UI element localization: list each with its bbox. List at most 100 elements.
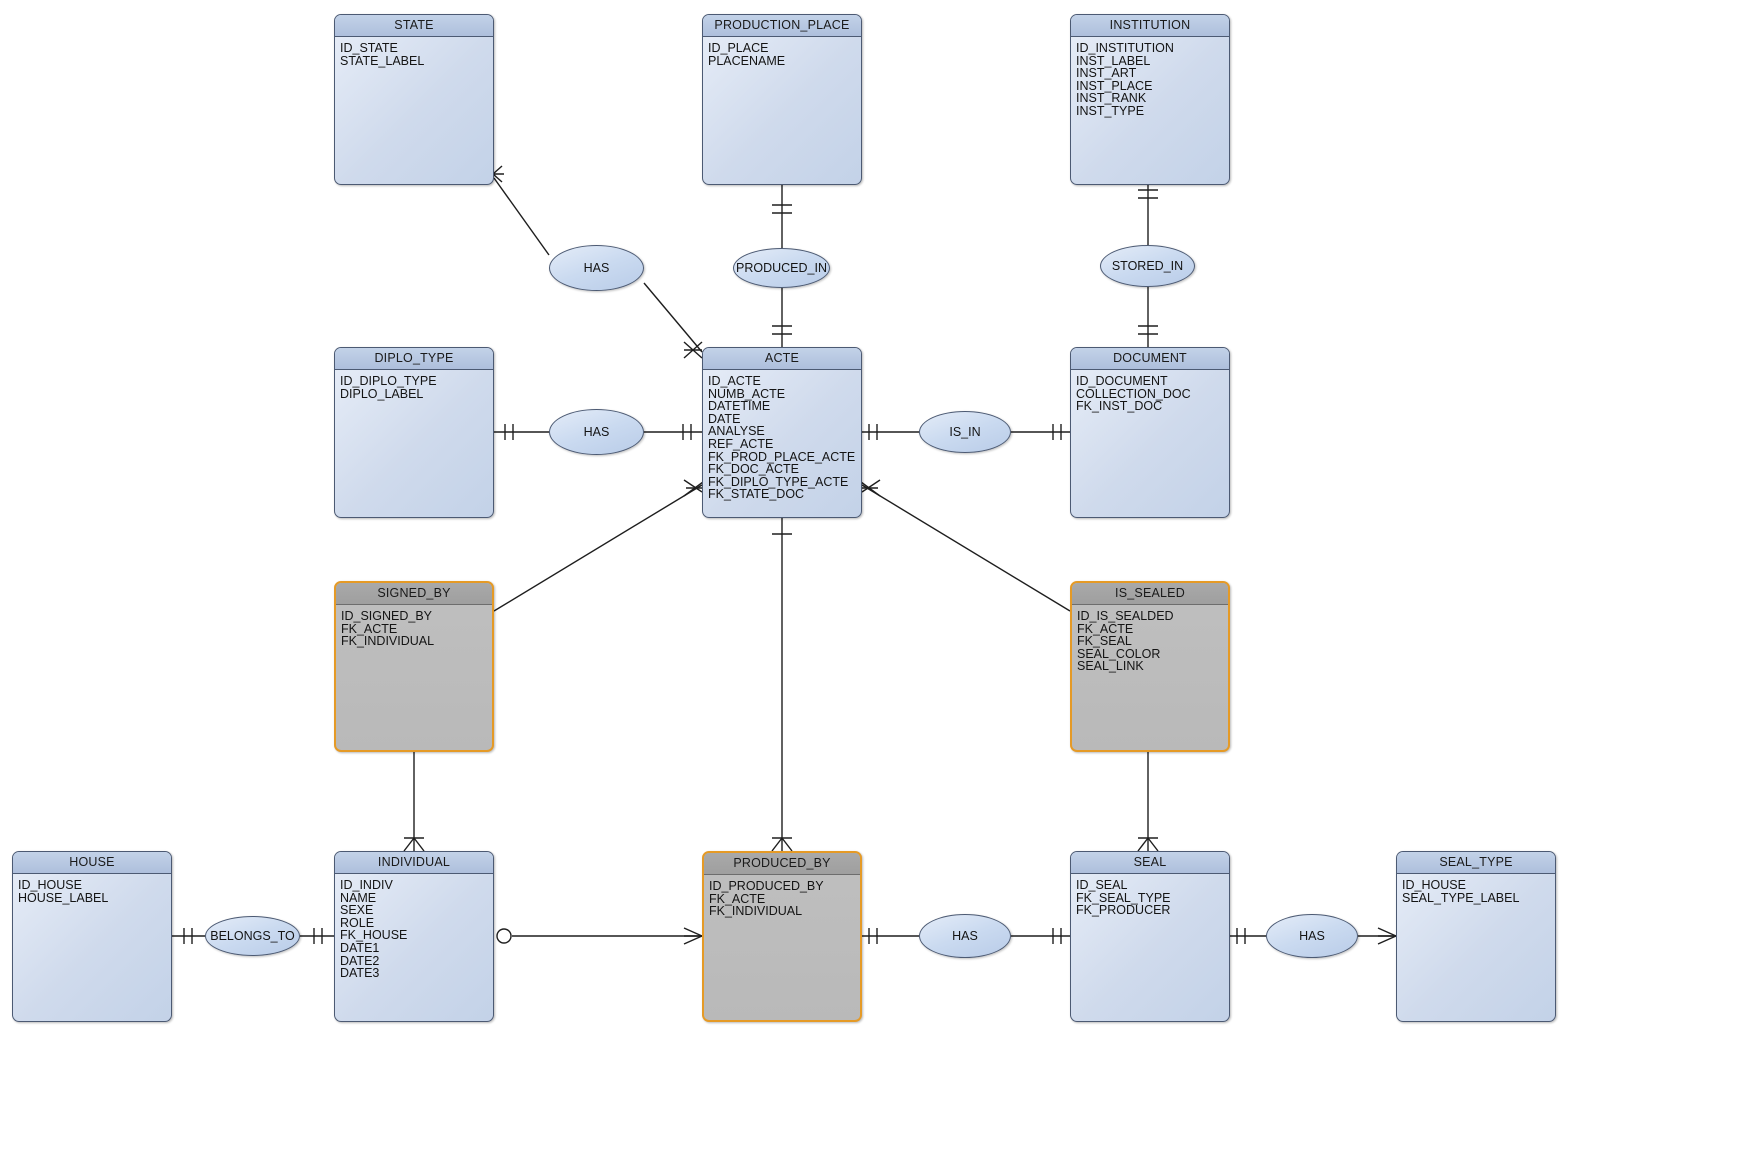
attribute-row: ID_PRODUCED_BY	[709, 879, 824, 893]
relationship-has[interactable]: HAS	[919, 914, 1011, 958]
attribute-row: FK_ACTE	[709, 891, 766, 906]
entity-title: DIPLO_TYPE	[335, 348, 493, 370]
attribute-row: FK_SEAL	[1077, 634, 1132, 649]
attribute-row: INST_RANK	[1076, 91, 1147, 106]
attribute-row: FK_INDIVIDUAL	[341, 634, 435, 649]
attribute-row: DIPLO_LABEL	[340, 386, 424, 401]
relationship-has[interactable]: HAS	[549, 245, 644, 291]
attribute-row: FK_DIPLO_TYPE_ACTE	[708, 474, 849, 489]
attribute-row: ID_IS_SEALDED	[1077, 609, 1174, 623]
relationship-has[interactable]: HAS	[1266, 914, 1358, 958]
attribute-row: FK_HOUSE	[340, 928, 408, 943]
relationship-has[interactable]: HAS	[549, 409, 644, 455]
attribute-row: ID_PLACE	[708, 41, 769, 55]
relationship-label: STORED_IN	[1111, 259, 1184, 273]
relationship-is-in[interactable]: IS_IN	[919, 411, 1011, 453]
attribute-row: FK_STATE_DOC	[708, 487, 805, 502]
attribute-row: FK_INST_DOC	[1076, 399, 1163, 414]
attribute-row: SEXE	[340, 903, 374, 918]
attribute-row: ID_ACTE	[708, 374, 761, 388]
attribute-row: ID_HOUSE	[18, 878, 82, 892]
relationship-belongs-to[interactable]: BELONGS_TO	[205, 916, 300, 956]
relationship-label: BELONGS_TO	[210, 929, 295, 943]
attribute-row: ANALYSE	[708, 424, 765, 439]
entity-title: HOUSE	[13, 852, 171, 874]
attribute-row: FK_PROD_PLACE_ACTE	[708, 449, 856, 464]
attribute-row: NUMB_ACTE	[708, 386, 786, 401]
entity-title: DOCUMENT	[1071, 348, 1229, 370]
attribute-row: DATE2	[340, 953, 380, 968]
attribute-row: FK_ACTE	[341, 621, 398, 636]
attribute-row: NAME	[340, 890, 377, 905]
attribute-row: FK_INDIVIDUAL	[709, 904, 803, 919]
entity-title: INDIVIDUAL	[335, 852, 493, 874]
entity-title: PRODUCTION_PLACE	[703, 15, 861, 37]
entity-title: INSTITUTION	[1071, 15, 1229, 37]
attribute-row: COLLECTION_DOC	[1076, 386, 1191, 401]
attribute-row: INST_LABEL	[1076, 53, 1151, 68]
attribute-row: FK_DOC_ACTE	[708, 462, 799, 477]
attribute-row: FK_ACTE	[1077, 621, 1134, 636]
attribute-row: FK_SEAL_TYPE	[1076, 890, 1171, 905]
entity-title: SIGNED_BY	[336, 583, 492, 605]
attribute-row: ID_DOCUMENT	[1076, 374, 1168, 388]
entity-title: STATE	[335, 15, 493, 37]
attribute-row: ID_SEAL	[1076, 878, 1128, 892]
relationship-label: HAS	[952, 929, 978, 943]
entity-title: PRODUCED_BY	[704, 853, 860, 875]
entity-title: IS_SEALED	[1072, 583, 1228, 605]
entity-title: SEAL_TYPE	[1397, 852, 1555, 874]
relationship-stored-in[interactable]: STORED_IN	[1100, 245, 1195, 287]
attribute-row: ID_HOUSE	[1402, 878, 1466, 892]
attribute-row: ID_SIGNED_BY	[341, 609, 433, 623]
entity-title: SEAL	[1071, 852, 1229, 874]
relationship-produced-in[interactable]: PRODUCED_IN	[733, 248, 830, 288]
attribute-row: INST_ART	[1076, 66, 1137, 81]
attribute-row: INST_TYPE	[1076, 103, 1145, 118]
attribute-row: REF_ACTE	[708, 436, 774, 451]
entity-title: ACTE	[703, 348, 861, 370]
attribute-row: ID_INSTITUTION	[1076, 41, 1174, 55]
attribute-row: ID_STATE	[340, 41, 398, 55]
relationship-label: HAS	[583, 425, 610, 439]
relationship-label: HAS	[583, 261, 610, 275]
attribute-row: DATETIME	[708, 399, 771, 414]
attribute-row: DATE1	[340, 940, 380, 955]
attribute-row: INST_PLACE	[1076, 78, 1153, 93]
attribute-row: DATE3	[340, 966, 380, 981]
relationship-label: HAS	[1299, 929, 1325, 943]
relationship-label: IS_IN	[949, 425, 981, 439]
attribute-row: SEAL_LINK	[1077, 659, 1144, 674]
attribute-row: SEAL_TYPE_LABEL	[1402, 890, 1520, 905]
attribute-row: ID_DIPLO_TYPE	[340, 374, 437, 388]
attribute-row: HOUSE_LABEL	[18, 890, 109, 905]
attribute-row: ROLE	[340, 915, 375, 930]
attribute-row: STATE_LABEL	[340, 53, 425, 68]
